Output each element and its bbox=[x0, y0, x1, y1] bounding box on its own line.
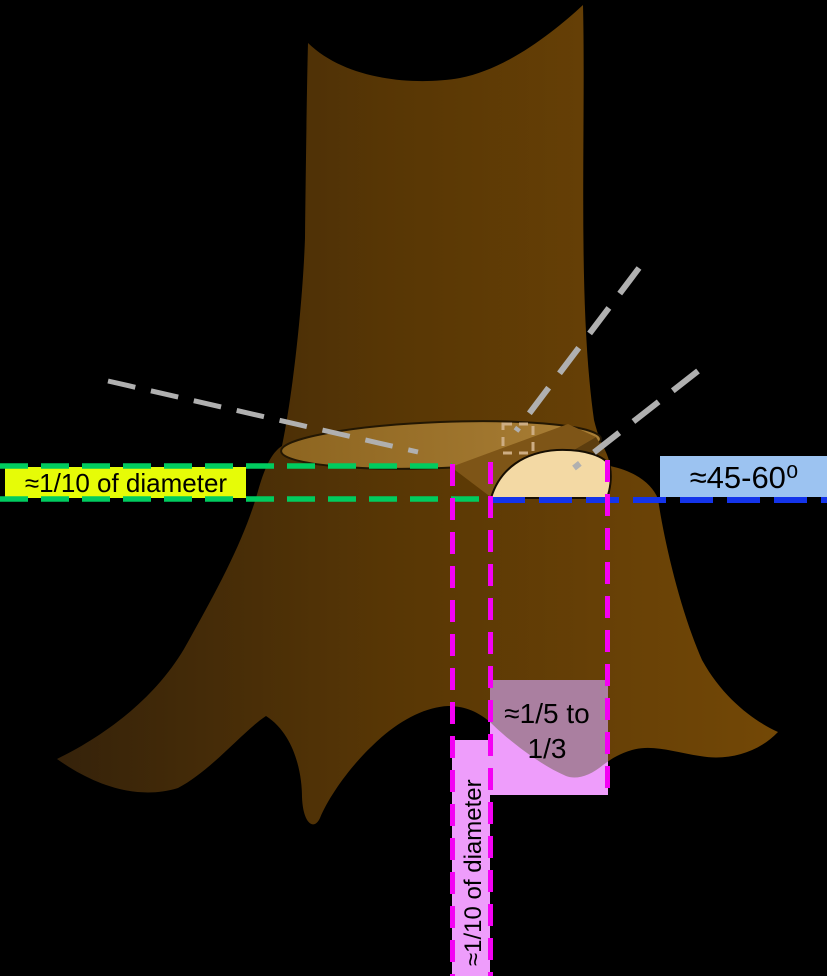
stump-height-label: ≈1/10 of diameter bbox=[460, 779, 487, 966]
sight-line-bottom-cut bbox=[572, 368, 700, 471]
notch-height-label-box bbox=[5, 467, 246, 498]
notch-height-label: ≈1/10 of diameter bbox=[25, 468, 228, 498]
notch-angle-label-box bbox=[660, 456, 827, 497]
notch-face bbox=[489, 448, 612, 499]
backcut-depth-label-line1: ≈1/5 to bbox=[504, 698, 589, 729]
backcut-depth-label-line2: 1/3 bbox=[528, 733, 567, 764]
stump-height-strip bbox=[452, 740, 490, 976]
notch-angle-label: ≈45-60⁰ bbox=[690, 460, 799, 495]
sight-line-top-cut bbox=[513, 266, 642, 433]
sight-line-left bbox=[107, 378, 419, 455]
hinge-marker bbox=[501, 422, 535, 455]
